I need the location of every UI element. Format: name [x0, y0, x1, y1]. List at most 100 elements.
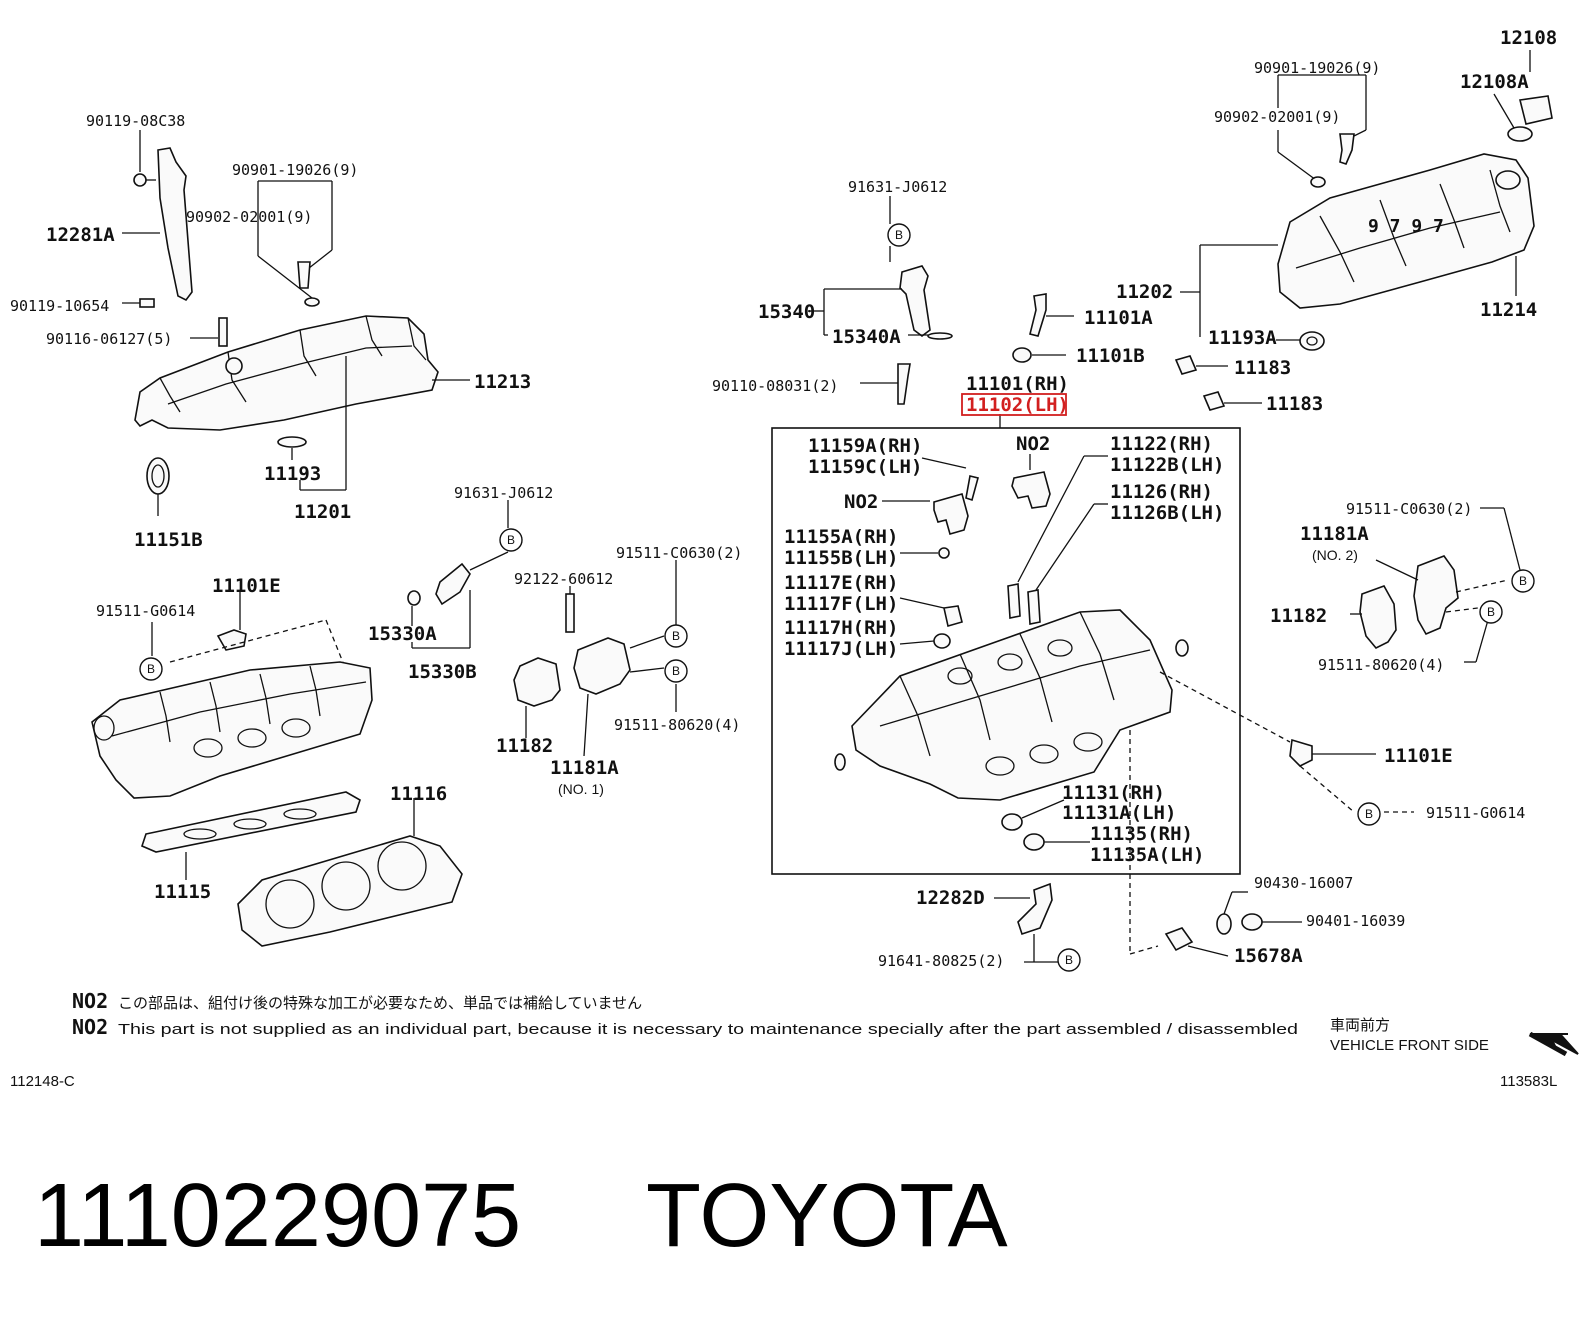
note-english: This part is not supplied as an individu… [118, 1021, 1298, 1038]
footer: 1110229075 TOYOTA [34, 1166, 1008, 1266]
head-cover-11202 [1277, 153, 1535, 309]
label-11135: 11135(RH) [1090, 823, 1193, 845]
label-91511-80620-right: 91511-80620(4) [1318, 656, 1444, 674]
label-91631-j0612-left: 91631-J0612 [454, 484, 553, 502]
label-11214: 11214 [1480, 299, 1537, 321]
center-top-sensor-group [808, 196, 1074, 428]
label-11117h: 11117H(RH) [784, 617, 898, 639]
washer-icon [1012, 347, 1032, 363]
label-11101b: 11101B [1076, 345, 1145, 367]
diagram-code-right: 113583L [1500, 1073, 1557, 1090]
stud-icon [218, 317, 228, 347]
front-side-en: VEHICLE FRONT SIDE [1330, 1037, 1489, 1054]
plug-icon [933, 633, 951, 649]
grommet-icon [304, 297, 320, 307]
hanger-11182-left [513, 657, 561, 707]
b-callout: B [664, 624, 688, 648]
svg-text:B: B [1365, 807, 1373, 821]
label-11182-right: 11182 [1270, 605, 1327, 627]
label-90116-06127: 90116-06127(5) [46, 330, 172, 348]
b-callout: B [1511, 569, 1535, 593]
label-12108a: 12108A [1460, 71, 1529, 93]
label-91511-80620-left: 91511-80620(4) [614, 716, 740, 734]
svg-text:B: B [1519, 574, 1527, 588]
label-15340: 15340 [758, 301, 815, 323]
hanger-11181a-left [573, 637, 631, 695]
label-12282d: 12282D [916, 887, 985, 909]
pin-icon [938, 547, 950, 559]
label-11151b: 11151B [134, 529, 203, 551]
seal-11183 [1202, 391, 1226, 411]
gasket-11115 [141, 791, 361, 853]
label-11131: 11131(RH) [1062, 782, 1165, 804]
front-side-jp: 車両前方 [1330, 1017, 1390, 1034]
label-11101e-left: 11101E [212, 575, 281, 597]
label-no2-left: NO2 [844, 491, 878, 513]
dowel-icon [834, 753, 846, 771]
label-90119-10654: 90119-10654 [10, 297, 109, 315]
gasket-11193 [277, 436, 307, 448]
gasket-11193a [1299, 331, 1325, 351]
part-number: 1110229075 [34, 1166, 521, 1266]
label-91631-j0612-top: 91631-J0612 [848, 178, 947, 196]
label-11101-rh: 11101(RH) [966, 373, 1069, 395]
label-11115: 11115 [154, 881, 211, 903]
svg-text:B: B [1487, 605, 1495, 619]
b-callout: B [887, 223, 911, 247]
label-15678a: 15678A [1234, 945, 1303, 967]
svg-text:B: B [895, 228, 903, 242]
highlight-box [961, 393, 1067, 416]
label-11131a: 11131A(LH) [1062, 802, 1176, 824]
note-code-en: NO2 [72, 1015, 108, 1039]
note-code-jp: NO2 [72, 989, 108, 1013]
label-91511-g0614-right: 91511-G0614 [1426, 804, 1525, 822]
bolt-icon [216, 629, 247, 651]
bolt-icon [897, 363, 911, 405]
label-11126: 11126(RH) [1110, 481, 1213, 503]
label-11201: 11201 [294, 501, 351, 523]
gasket-12108a [1507, 126, 1533, 142]
svg-text:B: B [672, 664, 680, 678]
b-callout: B [139, 657, 163, 681]
seal-11151b [146, 457, 170, 495]
label-91511-c0630-right: 91511-C0630(2) [1346, 500, 1472, 518]
label-11182-left: 11182 [496, 735, 553, 757]
note-japanese: この部品は、組付け後の特殊な加工が必要なため、単品では補給していません [118, 995, 642, 1012]
oring-15330a [407, 590, 421, 606]
label-11213: 11213 [474, 371, 531, 393]
label-11193a: 11193A [1208, 327, 1277, 349]
label-11159a: 11159A(RH) [808, 435, 922, 457]
label-90901-19026-right: 90901-19026(9) [1254, 59, 1380, 77]
svg-text:B: B [672, 629, 680, 643]
left-head-cover-group [122, 130, 470, 516]
sensor-15340 [899, 265, 931, 337]
label-90430-16007: 90430-16007 [1254, 874, 1353, 892]
sensor-15330b [435, 562, 471, 606]
label-90110-08031: 90110-08031(2) [712, 377, 838, 395]
label-11159c: 11159C(LH) [808, 456, 922, 478]
label-11126b: 11126B(LH) [1110, 502, 1224, 524]
plug-icon [1001, 813, 1023, 831]
svg-text:B: B [1065, 953, 1073, 967]
head-cover-11213 [134, 315, 439, 431]
label-11102-lh: 11102(LH) [966, 394, 1069, 416]
label-15330a: 15330A [368, 623, 437, 645]
label-15330b: 15330B [408, 661, 477, 683]
oring-15340a [927, 332, 953, 340]
label-no2-paren: (NO. 2) [1312, 547, 1358, 563]
label-no2-top: NO2 [1016, 433, 1050, 455]
b-callout: B [1057, 948, 1081, 972]
svg-text:B: B [147, 662, 155, 676]
label-11135a: 11135A(LH) [1090, 844, 1204, 866]
label-11183-b: 11183 [1266, 393, 1323, 415]
bolt-icon [133, 173, 147, 187]
label-11155b: 11155B(LH) [784, 547, 898, 569]
grommet-icon [1310, 176, 1326, 188]
label-11181a-right: 11181A [1300, 523, 1369, 545]
right-head-cover-group: 9 7 9 7 [1174, 50, 1553, 411]
b-callout: B [1479, 600, 1503, 624]
valve-guide [1027, 589, 1041, 625]
diagram-code-left: 112148-C [10, 1073, 75, 1090]
bracket-12281a [157, 147, 193, 302]
